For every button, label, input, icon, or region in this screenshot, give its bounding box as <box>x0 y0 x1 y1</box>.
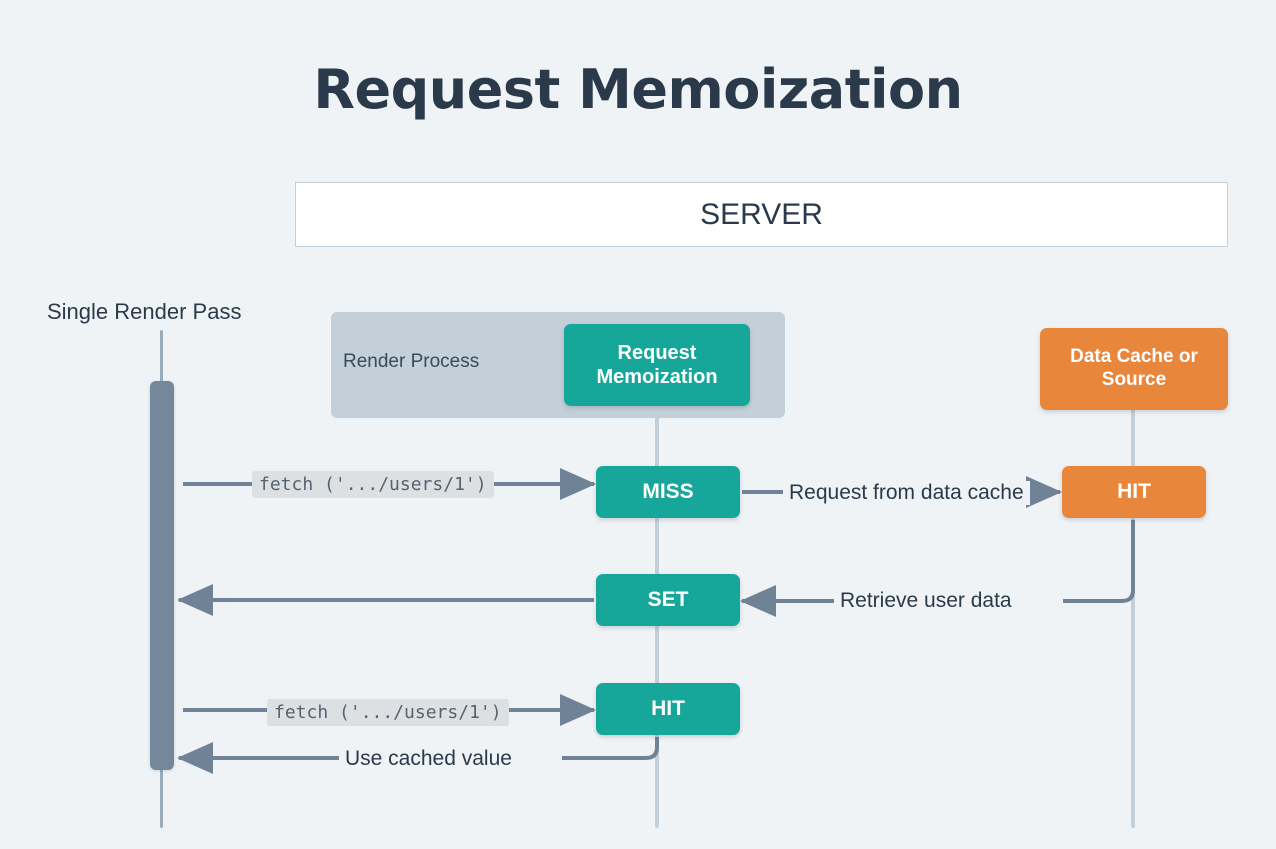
edge-label-retrieve-user-data: Retrieve user data <box>834 589 1018 613</box>
edge-label-fetch-second: fetch ('.../users/1') <box>267 699 509 726</box>
edge-label-use-cached-value: Use cached value <box>339 747 518 771</box>
node-data-cache-hit[interactable]: HIT <box>1062 466 1206 518</box>
node-miss[interactable]: MISS <box>596 466 740 518</box>
edge-label-request-from-data-cache: Request from data cache <box>783 481 1030 505</box>
node-set[interactable]: SET <box>596 574 740 626</box>
node-data-cache-or-source[interactable]: Data Cache or Source <box>1040 328 1228 410</box>
server-label: SERVER <box>700 197 823 231</box>
page-title: Request Memoization <box>313 58 963 121</box>
edge-label-fetch-first: fetch ('.../users/1') <box>252 471 494 498</box>
render-process-label: Render Process <box>343 351 480 372</box>
render-pass-activation-bar <box>150 381 174 770</box>
edge-retrieve-user-data-right <box>1063 520 1135 603</box>
single-render-pass-label: Single Render Pass <box>47 299 242 324</box>
server-container: SERVER <box>295 182 1228 247</box>
node-memoization-hit[interactable]: HIT <box>596 683 740 735</box>
node-request-memoization[interactable]: Request Memoization <box>564 324 750 406</box>
lifeline-data-cache <box>1131 404 1135 828</box>
edge-use-cached-value-right <box>562 737 659 760</box>
